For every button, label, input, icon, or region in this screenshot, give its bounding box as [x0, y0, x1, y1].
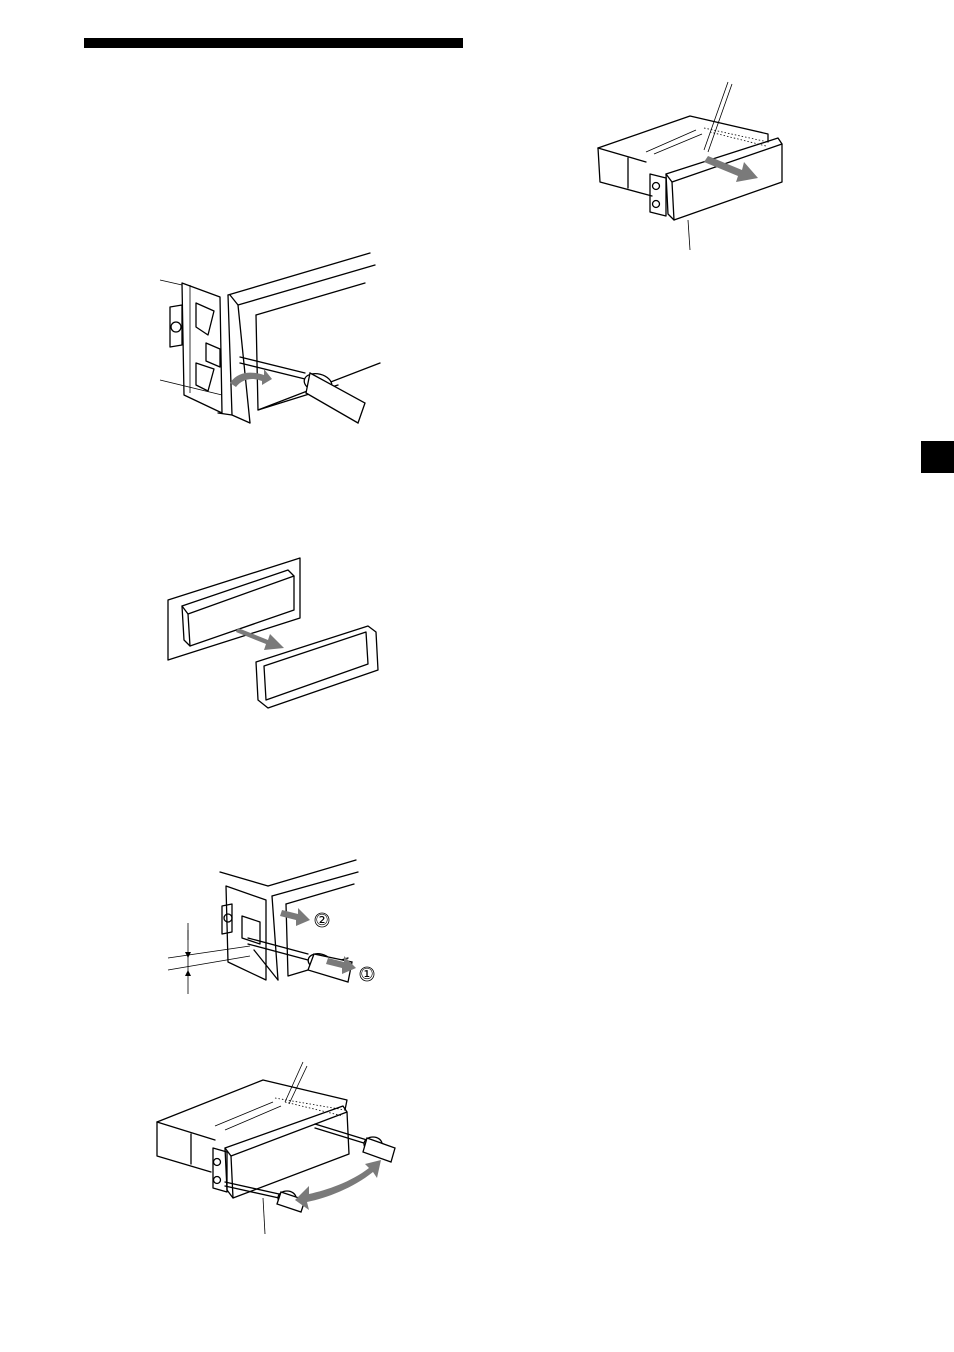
mounting-bracket — [222, 886, 266, 980]
step-2-label: ② — [315, 912, 328, 929]
mounting-bracket — [160, 280, 222, 413]
slide-out-arrow — [704, 156, 758, 182]
upper-screwdriver — [315, 1124, 395, 1162]
rod-top-2 — [708, 84, 732, 152]
fig-release-claw-illustration — [160, 245, 385, 430]
step-2-arrow — [280, 908, 310, 926]
section-title-bar — [84, 38, 463, 48]
section-thumb-tab — [921, 441, 954, 473]
unit-chassis — [598, 116, 768, 196]
rod-top — [285, 1062, 303, 1102]
fig-bracket-insert-illustration: ② ① — [168, 858, 388, 998]
push-arrow — [230, 369, 272, 387]
front-panel-fascia — [182, 570, 294, 646]
bracket-side — [650, 174, 666, 216]
rod-top-2 — [289, 1066, 307, 1104]
unit-chassis — [157, 1080, 347, 1172]
screwdriver — [248, 938, 352, 982]
fig-frame-removal-illustration — [168, 558, 383, 713]
screwdriver — [240, 357, 365, 423]
front-fascia — [225, 1106, 349, 1198]
step-1-label: ① — [360, 966, 373, 983]
clearance-dimension — [168, 923, 250, 994]
rod-bottom — [263, 1198, 265, 1234]
pry-arrow — [295, 1160, 381, 1210]
front-fascia — [666, 138, 782, 220]
rod-bottom — [688, 220, 690, 250]
fig-pry-sides-illustration — [155, 1062, 395, 1234]
fig-slide-out-illustration — [592, 82, 787, 252]
rod-top — [704, 82, 728, 150]
